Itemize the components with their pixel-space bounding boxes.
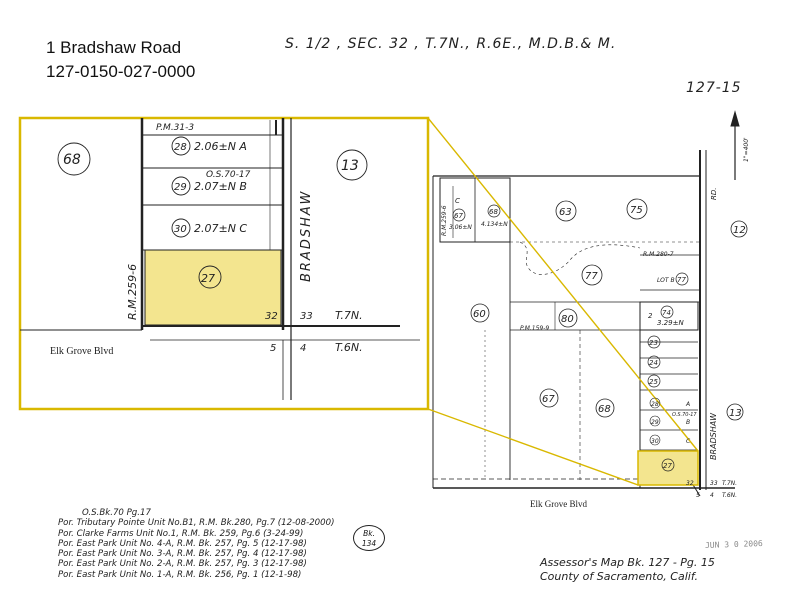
main-parcel-12: 12 [733, 225, 746, 236]
inset-survey-rm259: R.M.259-6 [126, 264, 139, 320]
main-label-67-small: 67 [454, 212, 463, 220]
inset-labels: 68 13 P.M.31-3 28 2.06±N A O.S.70-17 29 … [57, 123, 368, 354]
main-survey-rm259: R.M.259-6 [441, 205, 448, 236]
main-road-bradshaw: BRADSHAW [709, 412, 718, 460]
book-badge: Bk. 134 [353, 525, 385, 551]
inset-t6n: T.6N. [335, 341, 363, 354]
main-parcel-60: 60 [473, 309, 486, 320]
legend-row-1: Por. Tributary Pointe Unit No.B1, R.M. B… [58, 518, 335, 529]
inset-parcel-68: 68 [63, 152, 81, 168]
book-label: Bk. [363, 529, 375, 538]
main-lot-74: 74 [662, 309, 671, 317]
main-parcel-25: 25 [649, 378, 658, 386]
main-label-acres-68: 4.134±N [481, 221, 508, 228]
inset-sec-33: 33 [300, 311, 313, 322]
inset-t7n: T.7N. [335, 309, 363, 322]
inset-parcel-27: 27 [201, 272, 215, 285]
parcel-number: 127-0150-027-0000 [46, 62, 196, 81]
sheet-title: S. 1/2 , SEC. 32 , T.7N., R.6E., M.D.B.&… [285, 36, 617, 52]
inset-sec-5: 5 [270, 343, 276, 354]
legend-row-5: Por. East Park Unit No. 2-A, R.M. Bk. 25… [58, 559, 307, 570]
main-lot-acres-74: 3.29±N [657, 319, 684, 327]
main-parcel-29: 29 [651, 419, 659, 426]
legend-row-3: Por. East Park Unit No. 4-A, R.M. Bk. 25… [58, 538, 307, 549]
inset-road-bradshaw: BRADSHAW [299, 190, 314, 282]
inset-survey-pm31: P.M.31-3 [156, 123, 194, 133]
legend-row-4: Por. East Park Unit No. 3-A, R.M. Bk. 25… [58, 549, 307, 560]
footer: Assessor's Map Bk. 127 - Pg. 15 County o… [540, 556, 715, 584]
inset-survey-os70: O.S.70-17 [206, 170, 251, 180]
main-sec-5: 5 [696, 492, 700, 499]
main-label-68-small: 68 [489, 208, 498, 216]
main-street-elk-grove: Elk Grove Blvd [530, 499, 587, 509]
main-parcel-28: 28 [651, 401, 659, 408]
main-lot-b: LOT B [657, 277, 675, 284]
main-lot-2: 2 [648, 312, 653, 320]
legend-note: O.S.Bk.70 Pg.17 [82, 508, 151, 518]
main-parcel-63: 63 [559, 207, 572, 218]
main-rd-label: RD. [710, 188, 718, 200]
main-label-c: C [455, 197, 460, 205]
callout-lines [427, 117, 699, 486]
main-label-acres-67: 3.06±N [449, 224, 472, 231]
legend: O.S.Bk.70 Pg.17 Por. Tributary Pointe Un… [58, 508, 334, 580]
inset-lines [20, 118, 420, 400]
inset-parcel-30: 30 [174, 224, 187, 235]
main-parcel-30: 30 [651, 438, 659, 445]
main-parcel-13: 13 [729, 408, 742, 419]
inset-sec-32: 32 [265, 311, 278, 322]
inset-lot-a: 2.06±N A [194, 140, 247, 153]
main-parcel-27: 27 [663, 462, 672, 470]
main-survey-rm280: R.M.280-7 [643, 251, 674, 258]
main-parcel-68: 68 [598, 404, 611, 415]
legend-row-2: Por. Clarke Farms Unit No.1, R.M. Bk. 25… [58, 528, 304, 539]
inset-lot-c: 2.07±N C [194, 222, 247, 235]
inset-parcel-13: 13 [341, 158, 359, 174]
inset-street-elk-grove: Elk Grove Blvd [50, 346, 113, 357]
main-map-labels: C 67 3.06±N 68 4.134±N R.M.259-6 63 75 1… [441, 137, 750, 499]
footer-line-2: County of Sacramento, Calif. [540, 570, 699, 583]
main-parcel-27-highlight [637, 450, 699, 486]
footer-line-1: Assessor's Map Bk. 127 - Pg. 15 [540, 556, 715, 569]
main-lot-b-77: 77 [677, 276, 686, 284]
main-lot-a: A [685, 401, 690, 408]
main-t7n: T.7N. [722, 480, 737, 487]
main-survey-os70: O.S.70-17 [672, 412, 697, 418]
main-parcel-77: 77 [585, 271, 598, 282]
main-parcel-23: 23 [649, 339, 658, 347]
main-parcel-75: 75 [630, 205, 643, 216]
page-ref: 127-15 [686, 80, 742, 96]
main-sec-32: 32 [686, 480, 694, 487]
main-t6n: T.6N. [722, 492, 737, 499]
inset-parcel-28: 28 [174, 142, 187, 153]
main-parcel-80: 80 [561, 314, 574, 325]
legend-row-6: Por. East Park Unit No. 1-A, R.M. Bk. 25… [58, 569, 302, 580]
book-number: 134 [361, 539, 377, 548]
main-parcel-24: 24 [649, 359, 658, 367]
main-map [432, 110, 740, 497]
main-lot-c2: C [686, 438, 691, 445]
address-heading: 1 Bradshaw Road [46, 38, 182, 57]
main-sec-33: 33 [710, 480, 718, 487]
main-lot-b2: B [686, 419, 690, 426]
main-parcel-67: 67 [542, 394, 555, 405]
main-scale: 1"=400' [743, 137, 750, 162]
inset-lot-b: 2.07±N B [194, 180, 247, 193]
main-survey-pm159: P.M.159-9 [520, 325, 549, 332]
inset-parcel-29: 29 [174, 182, 187, 193]
inset-sec-4: 4 [300, 343, 306, 354]
main-sec-4: 4 [710, 492, 714, 499]
